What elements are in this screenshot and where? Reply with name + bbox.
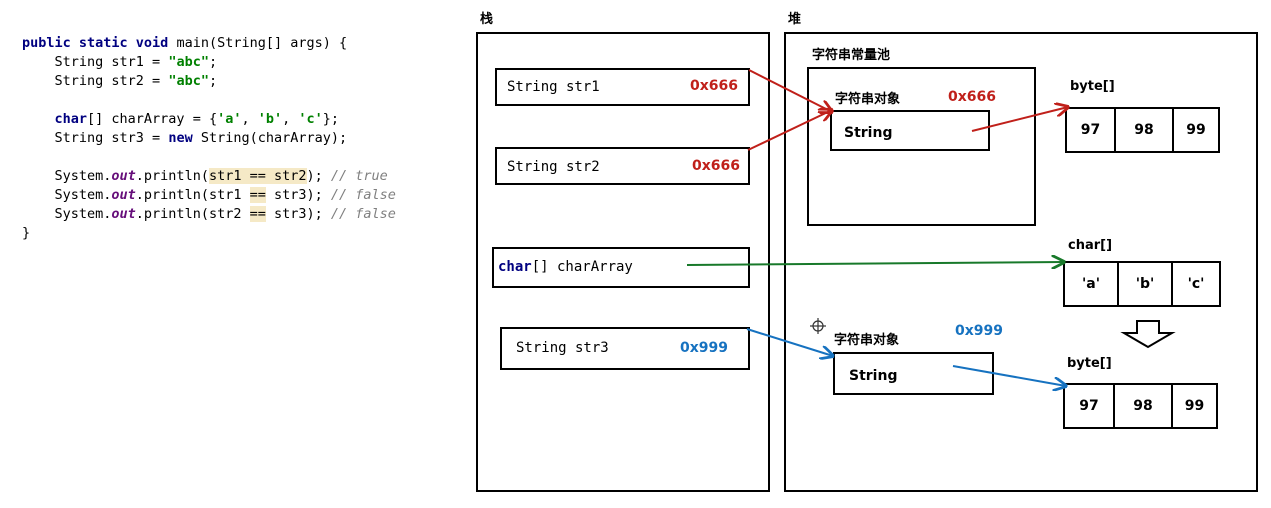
stack-var-str2: String str2 0x666 — [495, 147, 750, 185]
char-array: 'a' 'b' 'c' — [1063, 261, 1221, 307]
byte-array-2-cell: 98 — [1113, 385, 1171, 427]
heap-title: 堆 — [788, 12, 802, 27]
stack-var-str3-label: String str3 — [516, 340, 609, 356]
stack-var-chararray: char[] charArray — [492, 247, 750, 288]
pool-string-object: String — [830, 110, 990, 151]
code-line-5: char[] charArray = {'a', 'b', 'c'}; — [54, 111, 340, 127]
stack-var-str1-label: String str1 — [507, 79, 600, 95]
stack-var-chararray-label: char[] charArray — [498, 259, 633, 275]
byte-array-2-title: byte[] — [1067, 356, 1112, 371]
char-array-cell: 'a' — [1081, 276, 1101, 292]
code-line-blank-2 — [22, 148, 396, 167]
string-object-2: String — [833, 352, 994, 395]
code-line-10: System.out.println(str2 == str3); // fal… — [22, 206, 396, 222]
byte-array-2-cell: 97 — [1079, 398, 1099, 414]
code-line-3: String str2 = "abc"; — [22, 73, 218, 89]
byte-array-1: 97 98 99 — [1065, 107, 1220, 153]
byte-array-2-cell: 99 — [1171, 385, 1216, 427]
stack-var-str2-address: 0x666 — [692, 158, 740, 174]
pool-string-object-address: 0x666 — [948, 89, 996, 105]
stack-var-str2-label: String str2 — [507, 159, 600, 175]
char-array-cell: 'b' — [1117, 263, 1171, 305]
byte-array-2: 97 98 99 — [1063, 383, 1218, 429]
code-line-8: System.out.println(str1 == str2); // tru… — [22, 168, 388, 184]
stack-var-str1-address: 0x666 — [690, 78, 738, 94]
code-line-1: public static void main(String[] args) { — [22, 35, 348, 51]
pool-string-object-title: 字符串对象 — [835, 92, 901, 107]
stack-var-str1: String str1 0x666 — [495, 68, 750, 106]
code-line-6: String str3 = new String(charArray); — [22, 130, 348, 146]
char-array-title: char[] — [1068, 238, 1113, 253]
code-line-11: } — [22, 225, 31, 241]
byte-array-1-cell: 97 — [1080, 122, 1101, 138]
string-object-2-type: String — [849, 368, 898, 384]
code-line-blank-1 — [22, 91, 396, 110]
string-pool-title: 字符串常量池 — [812, 48, 891, 63]
string-object-2-title: 字符串对象 — [834, 333, 900, 348]
code-line-9: System.out.println(str1 == str3); // fal… — [22, 187, 396, 203]
char-array-cell: 'c' — [1171, 263, 1219, 305]
byte-array-1-cell: 98 — [1114, 109, 1172, 151]
code-panel: public static void main(String[] args) {… — [22, 34, 396, 243]
byte-array-1-title: byte[] — [1070, 79, 1115, 94]
stack-var-str3: String str3 0x999 — [500, 327, 750, 370]
pool-string-object-type: String — [844, 125, 893, 141]
string-object-2-address: 0x999 — [955, 323, 1003, 339]
code-line-2: String str1 = "abc"; — [22, 54, 218, 70]
stack-title: 栈 — [480, 12, 494, 27]
byte-array-1-cell: 99 — [1172, 109, 1218, 151]
stack-var-str3-address: 0x999 — [680, 340, 728, 356]
